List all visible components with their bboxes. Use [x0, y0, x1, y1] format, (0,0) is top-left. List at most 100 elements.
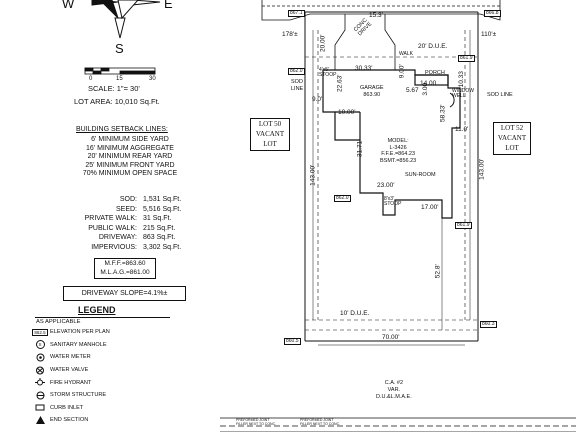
dim-58-33: 58.33': [439, 104, 447, 123]
legend-list: 862.5 ELEVATION PER PLAN S SANITARY MANH…: [30, 326, 180, 427]
legend-underline: [35, 317, 170, 318]
scale-tick-15: 15: [116, 76, 123, 82]
legend-label: CURB INLET: [50, 404, 84, 411]
setback-line: 16' MINIMUM AGGREGATE: [86, 144, 174, 152]
window-well-arc: [449, 92, 455, 108]
sod-line-left: SOD LINE: [291, 79, 304, 92]
area-label: PUBLIC WALK:: [88, 224, 137, 232]
porch-box: [414, 74, 449, 86]
elevation-862-mid: 862.0: [334, 195, 351, 202]
elevation-860-3: 860.3: [480, 321, 497, 328]
house-footprint: [322, 69, 461, 219]
elevation-861-9: 861.9: [458, 55, 475, 62]
scale-bar: [84, 67, 156, 75]
legend-label: FIRE HYDRANT: [50, 379, 92, 386]
legend-item: 862.5 ELEVATION PER PLAN: [30, 326, 180, 339]
legend-label: ELEVATION PER PLAN: [50, 329, 110, 336]
compass-rose: [91, 0, 161, 39]
legend-item: WATER METER: [30, 351, 180, 364]
dim-30-33: 30.33': [355, 65, 373, 72]
legend-item: S SANITARY MANHOLE: [30, 339, 180, 352]
porch-label: PORCH: [425, 70, 445, 76]
legend-item: END SECTION: [30, 414, 180, 427]
setback-line: 25' MINIMUM FRONT YARD: [85, 161, 175, 169]
lot-52-label: LOT 52 VACANT LOT: [493, 122, 531, 155]
legend-label: WATER METER: [50, 354, 91, 361]
setback-line: 20' MINIMUM REAR YARD: [87, 153, 173, 161]
compass-south-label: S: [115, 41, 124, 56]
dimension-lines: [312, 30, 471, 346]
street-top: [261, 0, 501, 21]
dim-143-right: 143.00': [478, 158, 486, 180]
compass-center-dark: [99, 0, 119, 19]
dim-14-00: 14.00: [420, 80, 437, 87]
sunroom-label: SUN-ROOM: [405, 172, 436, 178]
dim-22-63: 22.63': [336, 74, 344, 93]
garage-label: GARAGE 863.90: [360, 85, 384, 98]
area-value: 5,516 Sq.Ft.: [143, 205, 182, 213]
lot-50-line: LOT: [263, 140, 277, 148]
dim-110: 110'±: [481, 31, 497, 38]
area-label: DRIVEWAY:: [98, 234, 137, 242]
elevation-866-8: 866.8: [484, 10, 501, 17]
dim-9-00: 9.00': [398, 64, 406, 79]
dim-10-33: 10.33: [457, 71, 465, 88]
setback-line: 6' MINIMUM SIDE YARD: [91, 136, 169, 143]
elevation-box-icon: 862.5: [32, 328, 48, 336]
dim-20-00: 20.00': [319, 34, 327, 53]
water-valve-icon: [30, 366, 50, 375]
dim-15-3: 15.3': [369, 12, 383, 19]
model-label: MODEL: L-3426 F.F.E.=864.23 BSMT.=856.23: [380, 138, 417, 164]
walk-label: WALK: [399, 51, 413, 57]
lot-50-line: VACANT: [255, 130, 285, 138]
lot-52-line: LOT: [505, 144, 519, 152]
area-value: 31 Sq.Ft.: [143, 215, 172, 223]
lot-area: LOT AREA: 10,010 Sq.Ft.: [74, 97, 160, 106]
compass-west-label: W: [62, 0, 75, 11]
legend-item: WATER VALVE: [30, 364, 180, 377]
dim-9-0: 9.0': [312, 96, 323, 103]
area-value: 3,302 Sq.Ft.: [143, 243, 182, 251]
lot-52-line: LOT 52: [500, 124, 524, 132]
window-well-label: WINDOW WELL: [452, 88, 474, 99]
dim-10-due: 10' D.U.E.: [340, 310, 370, 317]
legend-label: STORM STRUCTURE: [50, 392, 107, 399]
setbacks-title: BUILDING SETBACK LINES:: [76, 126, 168, 133]
compass-south-arm: [114, 17, 126, 39]
legend-item: CURB INLET: [30, 402, 180, 415]
lot-50-label: LOT 50 VACANT LOT: [250, 118, 290, 151]
area-value: 215 Sq.Ft.: [143, 224, 176, 232]
dim-31-71: 31.71': [356, 139, 364, 158]
mff-box: M.F.F.=863.60 M.L.A.G.=861.00: [94, 258, 156, 279]
elevation-860-5: 860.5: [284, 338, 301, 345]
mff-value: M.F.F.=863.60: [104, 260, 146, 267]
sanitary-manhole-icon: S: [30, 340, 50, 350]
dim-11-0: 11.0': [455, 126, 469, 133]
driveway: [334, 14, 396, 70]
fire-hydrant-icon: [30, 378, 50, 387]
setbacks-list: 6' MINIMUM SIDE YARD 16' MINIMUM AGGREGA…: [70, 136, 190, 179]
end-section-icon: [30, 416, 50, 425]
scale-tick-0: 0: [89, 76, 93, 82]
sod-line-right: SOD LINE: [487, 92, 513, 98]
scale-label: SCALE: 1"= 30': [88, 84, 140, 93]
legend-item: STORM STRUCTURE: [30, 389, 180, 402]
elevation-862-0: 862.0: [288, 68, 305, 75]
compass-east-label: E: [164, 0, 173, 11]
lot-50-line: LOT 50: [258, 120, 282, 128]
legend-label: END SECTION: [50, 417, 89, 424]
lot-boundary: [304, 11, 479, 342]
legend-subtitle: AS APPLICABLE: [36, 319, 81, 325]
legend-label: WATER VALVE: [50, 367, 89, 374]
area-label: SEED:: [115, 205, 137, 213]
dim-17-00: 17.00': [421, 204, 439, 211]
stoop-rear: 8'x3' STOOP: [384, 196, 402, 207]
mlag-value: M.L.A.G.=861.00: [100, 269, 150, 276]
legend-title: LEGEND: [78, 305, 116, 315]
dim-23-00: 23.00': [377, 182, 395, 189]
storm-structure-icon: [30, 391, 50, 400]
legend-item: FIRE HYDRANT: [30, 376, 180, 389]
area-label: SOD:: [119, 196, 137, 203]
area-value: 863 Sq.Ft.: [143, 234, 176, 242]
